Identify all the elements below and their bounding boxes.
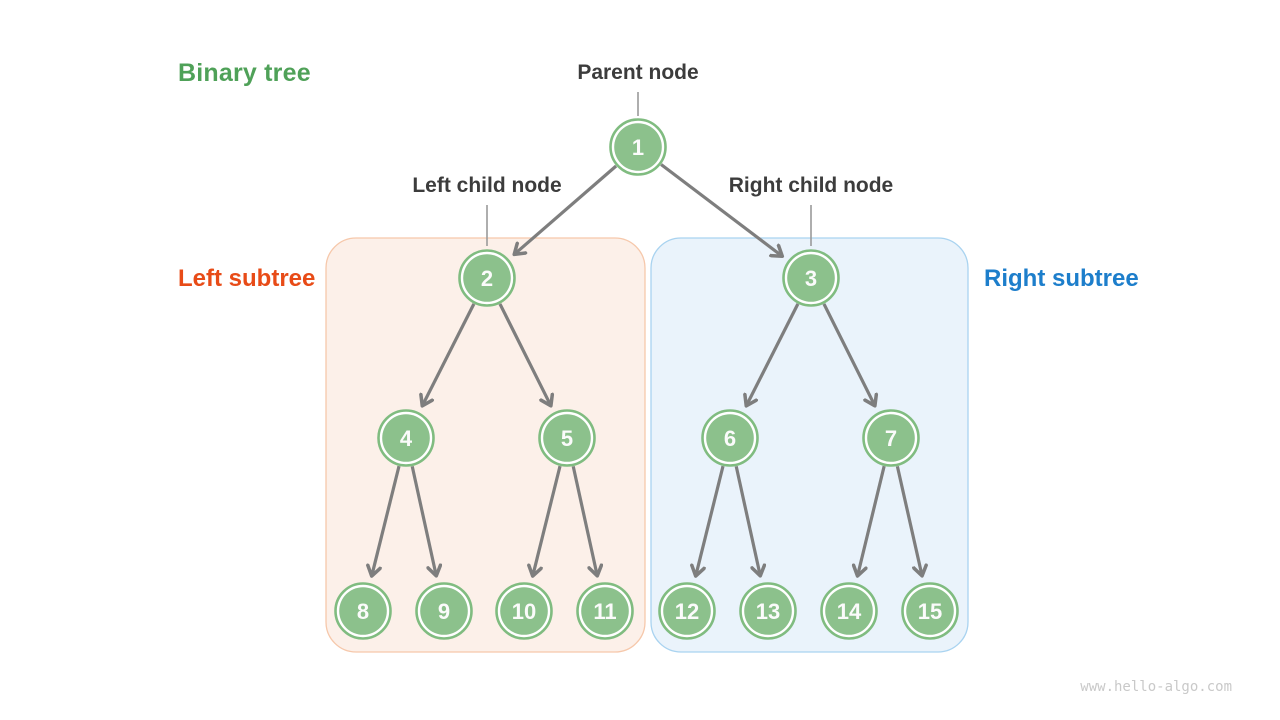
tree-node-5: 5 (538, 409, 596, 467)
tree-node-14: 14 (820, 582, 878, 640)
tree-node-value: 2 (481, 266, 493, 291)
tree-edge-1-3 (660, 163, 782, 257)
right-subtree-box (650, 237, 969, 653)
left-subtree-box (325, 237, 646, 653)
tree-node-1: 1 (609, 118, 667, 176)
tree-node-15: 15 (901, 582, 959, 640)
tree-node-11: 11 (576, 582, 634, 640)
left-subtree-label: Left subtree (178, 265, 316, 292)
right-child-node-label: Right child node (728, 174, 894, 197)
tree-node-2: 2 (458, 249, 516, 307)
parent-node-label: Parent node (577, 61, 699, 84)
tree-node-3: 3 (782, 249, 840, 307)
tree-node-value: 1 (632, 135, 644, 160)
tree-node-9: 9 (415, 582, 473, 640)
tree-node-10: 10 (495, 582, 553, 640)
tree-node-value: 14 (837, 599, 862, 624)
left-child-node-label: Left child node (412, 174, 562, 197)
tree-node-value: 5 (561, 426, 573, 451)
tree-edge-3-6 (746, 303, 800, 406)
tree-node-value: 4 (400, 426, 413, 451)
tree-edge-4-9 (410, 465, 436, 576)
tree-node-7: 7 (862, 409, 920, 467)
tree-node-value: 3 (805, 266, 817, 291)
tree-node-value: 15 (918, 599, 942, 624)
tree-node-4: 4 (377, 409, 435, 467)
tree-node-value: 10 (512, 599, 536, 624)
tree-edge-2-5 (498, 303, 551, 406)
tree-edge-2-4 (422, 303, 476, 406)
tree-node-13: 13 (739, 582, 797, 640)
tree-edge-3-7 (822, 303, 875, 406)
tree-edge-4-8 (372, 465, 401, 576)
tree-node-value: 9 (438, 599, 450, 624)
tree-node-value: 8 (357, 599, 369, 624)
page-title: Binary tree (178, 59, 311, 87)
right-subtree-label: Right subtree (984, 265, 1139, 292)
tree-edge-7-14 (857, 465, 886, 576)
tree-node-value: 13 (756, 599, 780, 624)
tree-node-8: 8 (334, 582, 392, 640)
tree-edge-7-15 (895, 465, 922, 576)
tree-edge-5-10 (533, 465, 562, 576)
tree-node-12: 12 (658, 582, 716, 640)
tree-node-6: 6 (701, 409, 759, 467)
tree-node-value: 7 (885, 426, 897, 451)
tree-edge-1-2 (514, 164, 618, 254)
tree-edge-6-12 (696, 465, 725, 576)
tree-edge-5-11 (571, 465, 597, 576)
watermark: www.hello-algo.com (1080, 679, 1232, 695)
tree-node-value: 6 (724, 426, 736, 451)
tree-node-value: 12 (675, 599, 699, 624)
tree-edge-6-13 (734, 465, 760, 576)
tree-node-value: 11 (593, 599, 616, 624)
